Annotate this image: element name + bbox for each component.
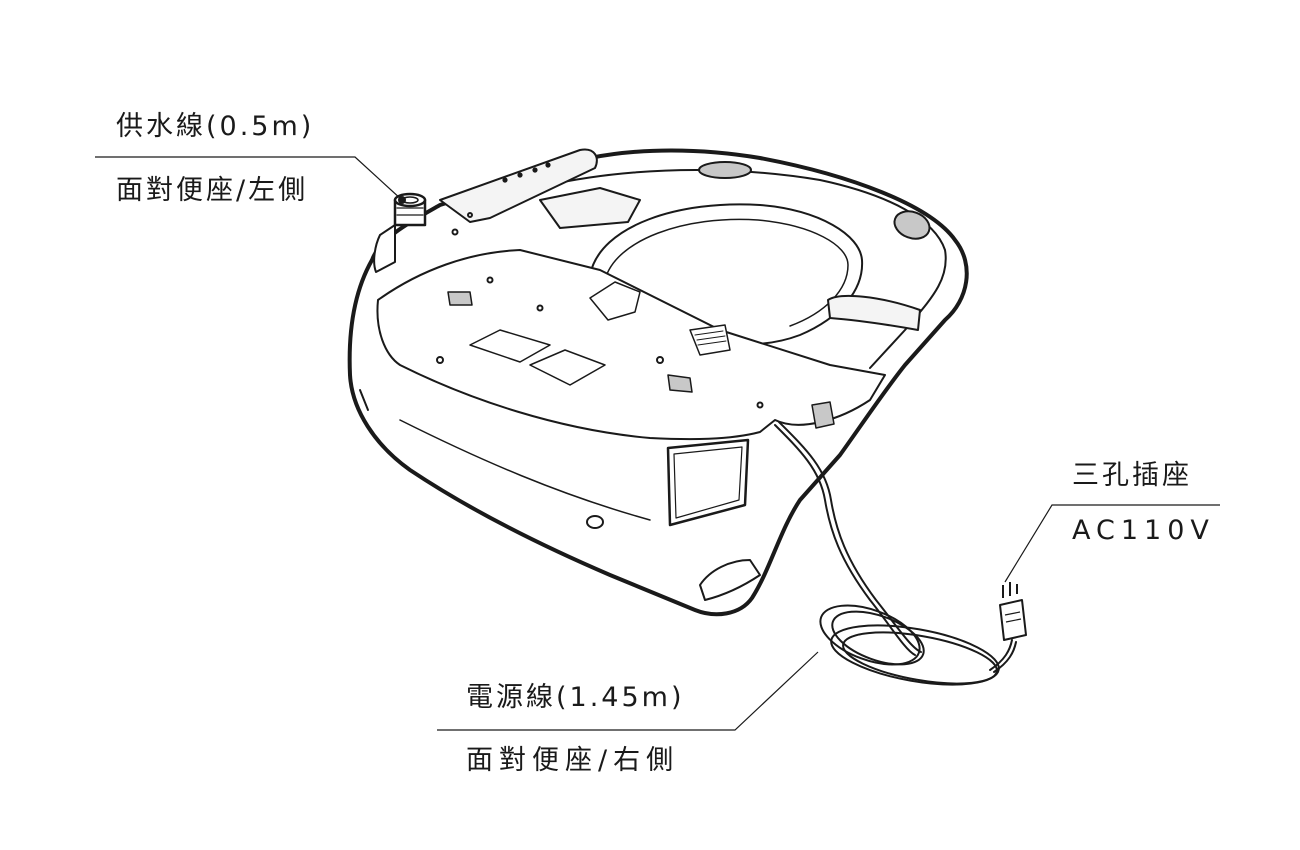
water-supply-title: 供水線(0.5m) xyxy=(116,111,315,142)
three-prong-plug-icon xyxy=(999,582,1027,641)
leader-lines xyxy=(95,156,1220,731)
water-supply-side: 面對便座/左側 xyxy=(116,175,309,206)
power-cord-side: 面對便座/右側 xyxy=(466,745,680,776)
toilet-seat-bidet-icon xyxy=(347,148,969,617)
leader-power-cord xyxy=(437,651,819,731)
leader-water-supply xyxy=(95,156,403,201)
power-cord-icon xyxy=(774,421,1017,686)
leader-socket xyxy=(1004,504,1220,583)
socket-voltage: AC110V xyxy=(1072,515,1215,546)
socket-title: 三孔插座 xyxy=(1072,460,1192,491)
power-cord-title: 電源線(1.45m) xyxy=(466,682,685,713)
